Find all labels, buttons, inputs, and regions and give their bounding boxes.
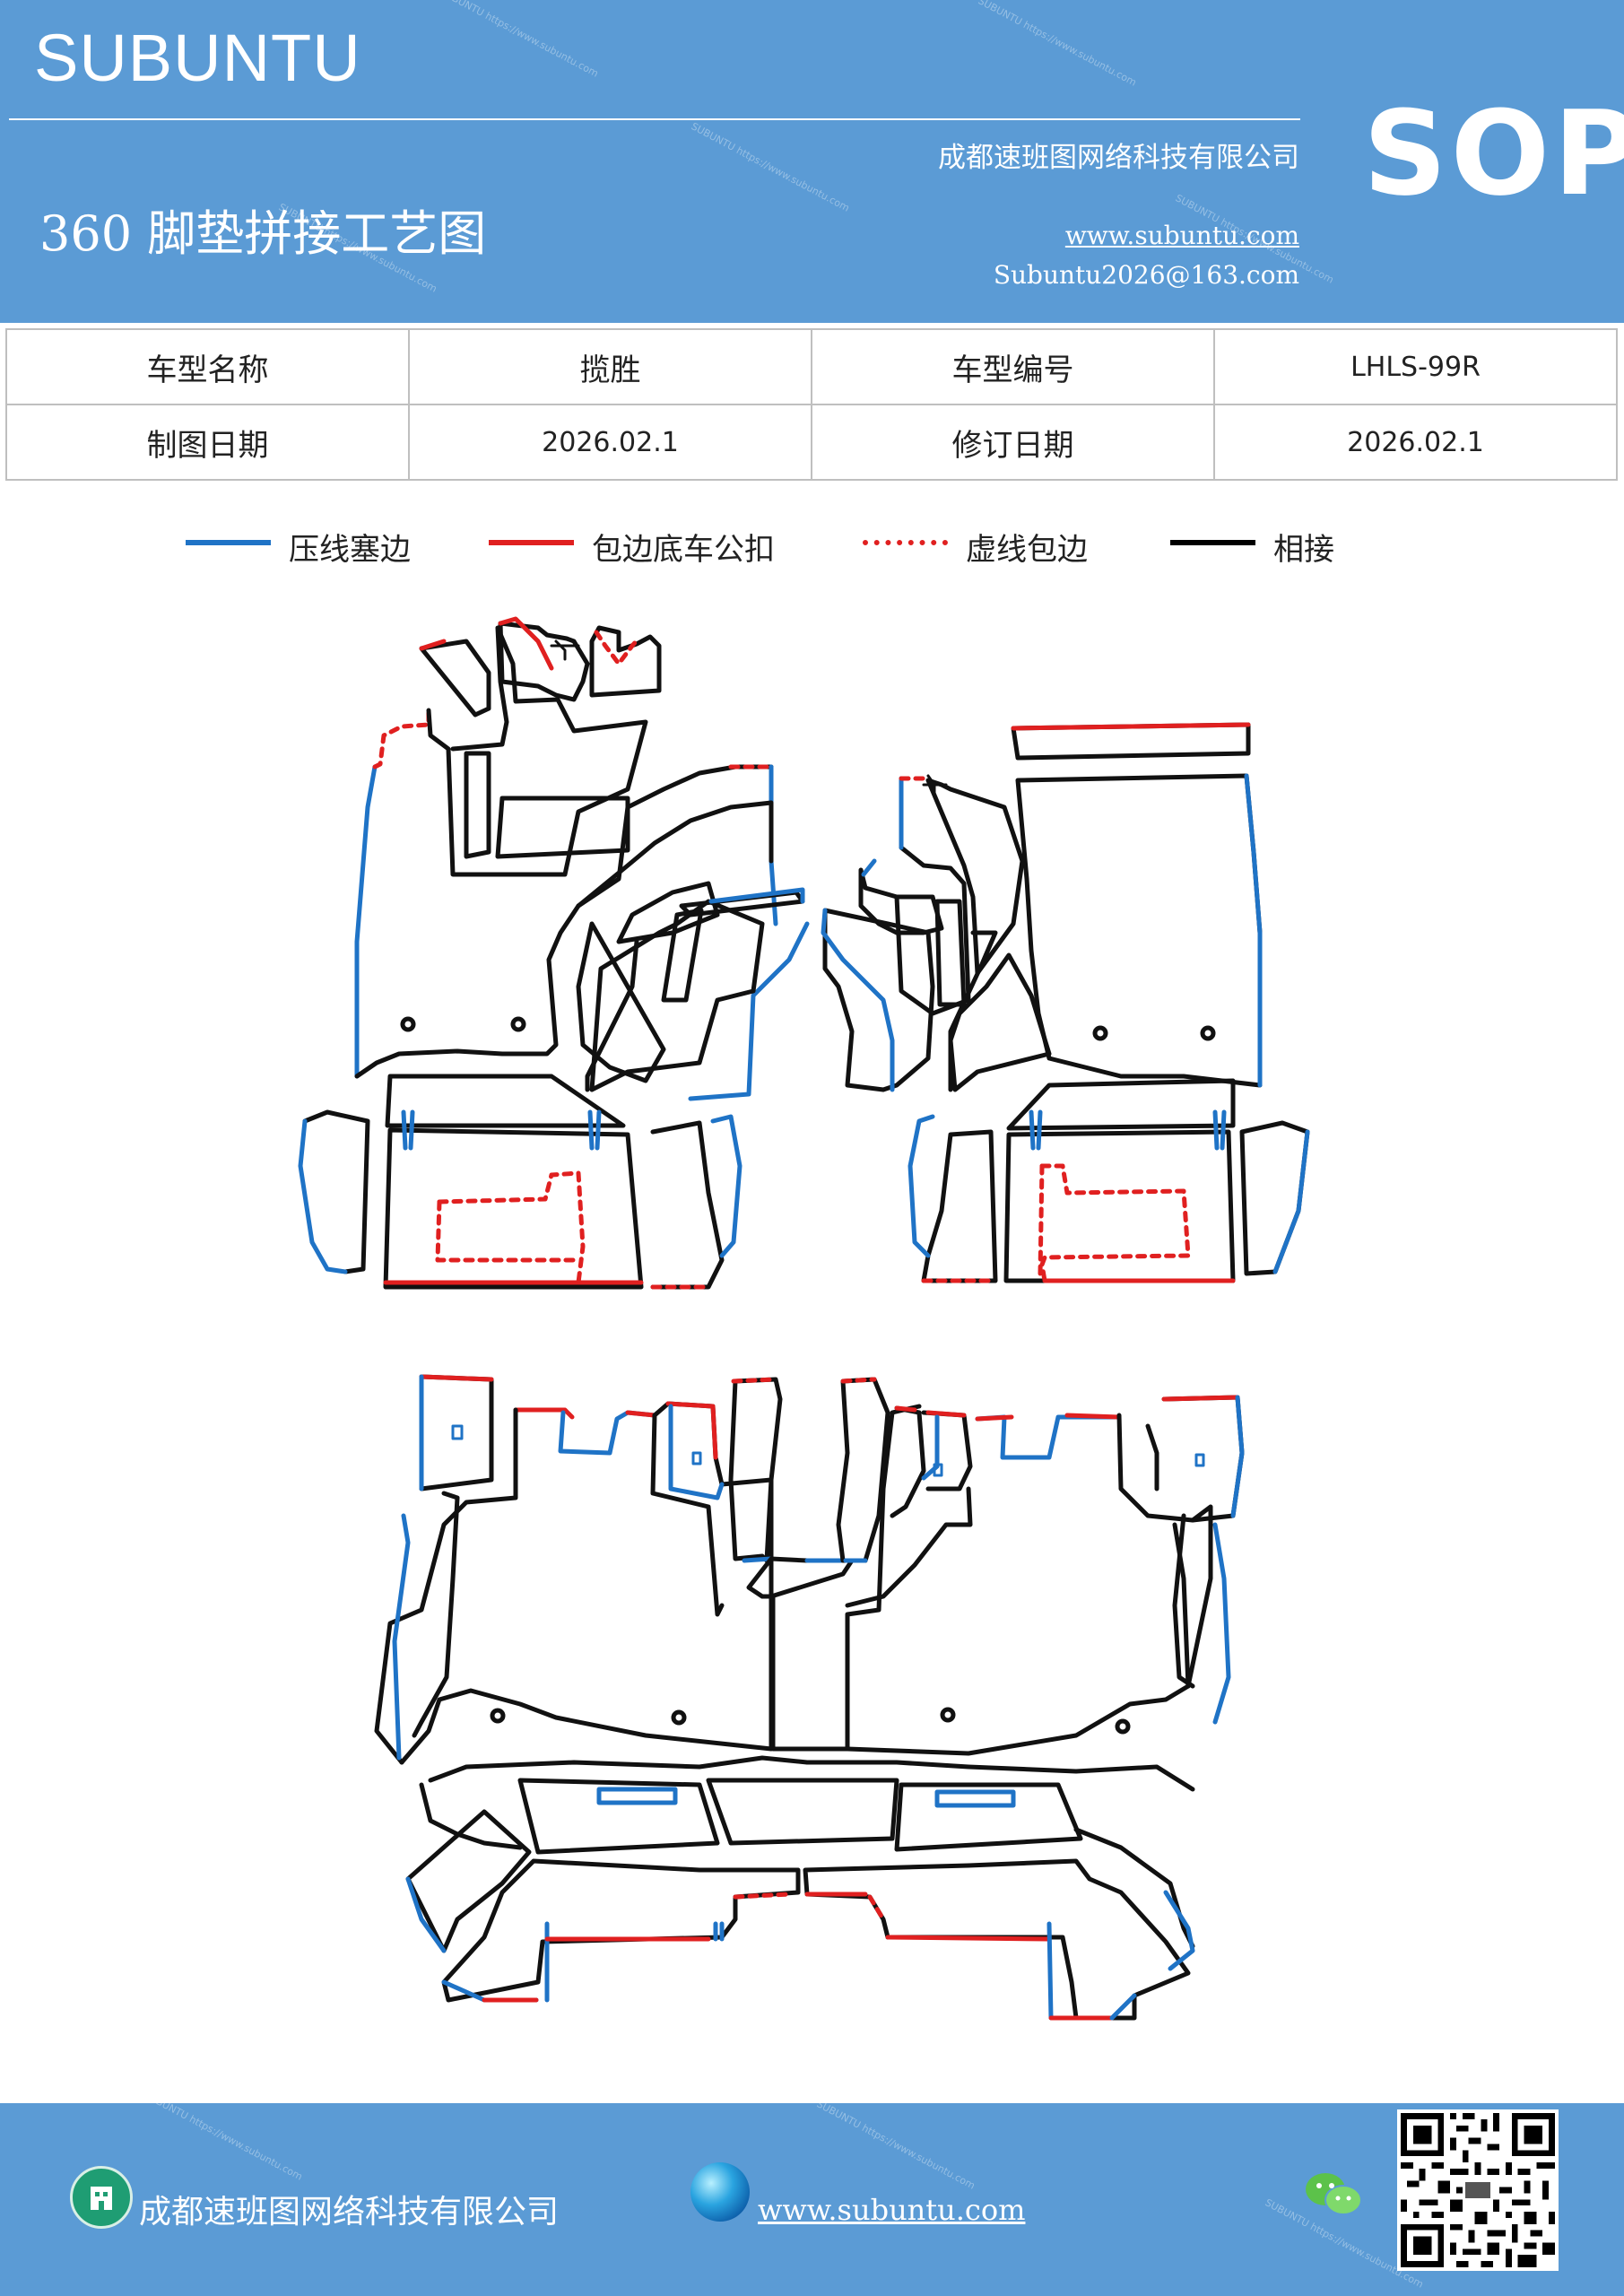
- rear-mat: [374, 1374, 1245, 2021]
- table-row: 车型名称 揽胜 车型编号 LHLS-99R: [5, 328, 1618, 405]
- wechat-icon[interactable]: [1302, 2168, 1365, 2222]
- vehicle-info-table: 车型名称 揽胜 车型编号 LHLS-99R 制图日期 2026.02.1 修订日…: [5, 328, 1618, 481]
- drawing-date-label: 制图日期: [5, 404, 410, 481]
- right-front-mat: [821, 722, 1310, 1283]
- model-name-label: 车型名称: [5, 328, 410, 405]
- building-icon: [70, 2166, 133, 2229]
- globe-icon: [690, 2162, 750, 2222]
- company-name-footer: 成都速班图网络科技有限公司: [139, 2194, 560, 2231]
- left-front-mat: [298, 616, 810, 1290]
- footer-bar: SUBUNTU https://www.subuntu.com SUBUNTU …: [0, 2103, 1624, 2296]
- company-name-header: 成都速班图网络科技有限公司: [938, 142, 1299, 174]
- website-link-header[interactable]: www.subuntu.com: [1064, 221, 1299, 250]
- header-divider: [9, 118, 1300, 120]
- sop-badge: SOP: [1363, 85, 1624, 222]
- email-header: Subuntu2026@163.com: [993, 260, 1299, 290]
- drawing-date-value: 2026.02.1: [408, 404, 812, 481]
- website-link-footer[interactable]: www.subuntu.com: [758, 2193, 1026, 2227]
- document-title: 360 脚垫拼接工艺图: [39, 205, 487, 262]
- model-name-value: 揽胜: [408, 328, 812, 405]
- qr-code: [1397, 2109, 1559, 2271]
- revision-date-value: 2026.02.1: [1213, 404, 1618, 481]
- model-code-value: LHLS-99R: [1213, 328, 1618, 405]
- brand-logo-text: SUBUNTU: [34, 21, 361, 95]
- header-banner: SUBUNTU https://www.subuntu.com SUBUNTU …: [0, 0, 1624, 323]
- revision-date-label: 修订日期: [811, 404, 1215, 481]
- model-code-label: 车型编号: [811, 328, 1215, 405]
- table-row: 制图日期 2026.02.1 修订日期 2026.02.1: [5, 404, 1618, 481]
